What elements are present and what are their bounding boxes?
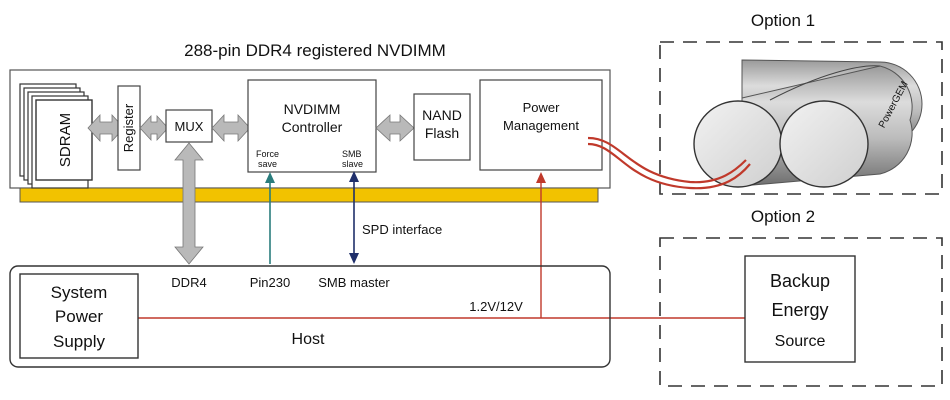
- capacitor-cap-right: [779, 100, 869, 188]
- backup-label-line2: Energy: [771, 300, 828, 320]
- ddr4-bus-arrow: [174, 142, 204, 265]
- capacitor-cable-a: [587, 136, 747, 184]
- sdram-chip-stack: SDRAM: [19, 83, 93, 189]
- backup-label-line1: Backup: [770, 271, 830, 291]
- option2-dashed-box: [659, 237, 943, 387]
- nand-label-line2: Flash: [425, 125, 459, 141]
- host-box: [9, 265, 611, 368]
- pin230-label: Pin230: [250, 275, 290, 290]
- smb-arrowhead-up: [349, 171, 359, 182]
- sdram-label: SDRAM: [57, 113, 74, 167]
- nvdimm-controller-block: [247, 79, 377, 173]
- nand-label-line1: NAND: [422, 107, 462, 123]
- system-power-supply-block: [19, 273, 139, 359]
- voltage-label: 1.2V/12V: [469, 299, 523, 314]
- ddr4-label: DDR4: [171, 275, 206, 290]
- smb-slave-label-line2: slave: [342, 159, 363, 169]
- option1-label: Option 1: [751, 11, 815, 30]
- backup-energy-source-block: [744, 255, 856, 363]
- capacitor-cap-left: [693, 100, 783, 188]
- smb-arrowhead-down: [349, 253, 359, 264]
- mux-label: MUX: [175, 119, 204, 134]
- psu-label-line3: Supply: [53, 332, 105, 351]
- backup-label-line3: Source: [775, 333, 826, 350]
- smb-slave-label-line1: SMB: [342, 149, 362, 159]
- diagram-title: 288-pin DDR4 registered NVDIMM: [184, 41, 446, 60]
- capacitor-cable-b: [587, 142, 751, 190]
- psu-label-line2: Power: [55, 307, 104, 326]
- pcb-edge-connector: [19, 187, 599, 203]
- register-label: Register: [121, 103, 136, 152]
- power-management-block: [479, 79, 603, 171]
- force-save-label-line1: Force: [256, 149, 279, 159]
- force-save-label-line2: save: [258, 159, 277, 169]
- controller-label-line2: Controller: [282, 119, 343, 135]
- psu-label-line1: System: [51, 283, 108, 302]
- nand-flash-block: [413, 93, 471, 161]
- host-label: Host: [292, 331, 325, 348]
- mux-block: [165, 109, 213, 143]
- power-management-label-line2: Management: [503, 118, 579, 133]
- option1-dashed-box: [659, 41, 943, 195]
- spd-interface-label: SPD interface: [362, 222, 442, 237]
- force-save-arrowhead: [265, 172, 275, 183]
- powergem-capacitor-pack: PowerGEM: [693, 59, 923, 188]
- option2-label: Option 2: [751, 207, 815, 226]
- power-management-label-line1: Power: [523, 100, 561, 115]
- smb-master-label: SMB master: [318, 275, 390, 290]
- controller-label-line1: NVDIMM: [284, 101, 341, 117]
- power-arrowhead: [536, 172, 546, 183]
